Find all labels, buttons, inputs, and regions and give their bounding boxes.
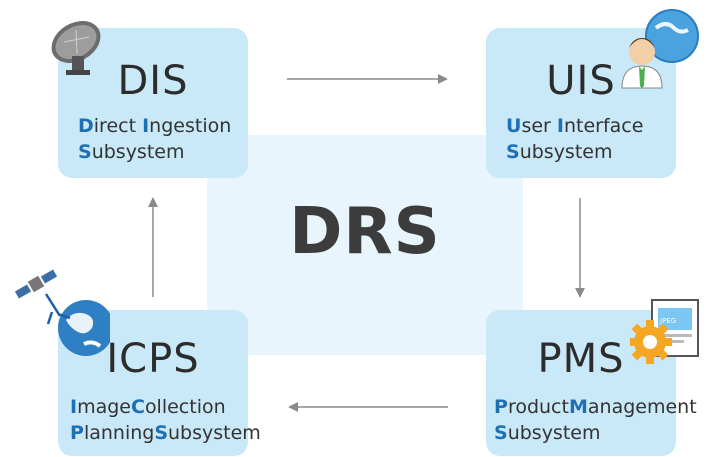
subtitle-text: ser	[521, 115, 557, 137]
drs-label: DRS	[289, 195, 441, 269]
subtitle-initial: I	[142, 115, 150, 137]
icps-subtitle-line1: ImageCollection	[70, 394, 261, 420]
pms-subtitle-line1: ProductManagement	[494, 394, 697, 420]
subtitle-initial: C	[130, 396, 145, 418]
user-globe-icon	[621, 9, 699, 89]
subtitle-text: irect	[93, 115, 143, 137]
satellite-globe-icon	[14, 269, 110, 356]
svg-text:JPEG: JPEG	[659, 317, 676, 325]
subtitle-initial: P	[494, 396, 508, 418]
pms-subtitle-line2: Subsystem	[494, 420, 697, 446]
satellite-dish-icon	[51, 21, 101, 75]
subtitle-initial: D	[78, 115, 94, 137]
subtitle-text: ngestion	[149, 115, 232, 137]
subtitle-initial: S	[494, 422, 508, 444]
subtitle-text: ollection	[144, 396, 226, 418]
subtitle-text: lanning	[83, 422, 155, 444]
subtitle-text: nterface	[563, 115, 644, 137]
subtitle-text: roduct	[507, 396, 569, 418]
subtitle-text: ubsystem	[519, 141, 613, 163]
uis-subtitle-line1: User Interface	[506, 113, 643, 139]
uis-title: UIS	[546, 58, 616, 104]
pms-subtitle: ProductManagement Subsystem	[494, 394, 697, 446]
subtitle-initial: I	[70, 396, 78, 418]
subtitle-initial: S	[154, 422, 169, 444]
subtitle-initial: U	[506, 115, 522, 137]
uis-subtitle: User Interface Subsystem	[506, 113, 643, 165]
subtitle-initial: M	[568, 396, 588, 418]
dis-subtitle-line2: Subsystem	[78, 139, 231, 165]
dis-subtitle-line1: Direct Ingestion	[78, 113, 231, 139]
icps-subtitle-line2: PlanningSubsystem	[70, 420, 261, 446]
icps-subtitle: ImageCollection PlanningSubsystem	[70, 394, 261, 446]
subtitle-initial: S	[506, 141, 520, 163]
subtitle-text: ubsystem	[507, 422, 601, 444]
dis-box: DIS Direct Ingestion Subsystem	[58, 28, 248, 178]
drs-center-panel	[207, 135, 523, 355]
subtitle-text: ubsystem	[91, 141, 185, 163]
subtitle-initial: P	[70, 422, 84, 444]
document-gear-icon: JPEG	[630, 299, 699, 364]
uis-subtitle-line2: Subsystem	[506, 139, 643, 165]
subtitle-initial: I	[556, 115, 564, 137]
icps-title: ICPS	[106, 336, 200, 382]
dis-title: DIS	[117, 58, 189, 104]
subtitle-initial: S	[78, 141, 92, 163]
subtitle-text: ubsystem	[168, 422, 261, 444]
pms-title: PMS	[537, 336, 625, 382]
subtitle-text: anagement	[587, 396, 697, 418]
subtitle-text: mage	[77, 396, 131, 418]
dis-subtitle: Direct Ingestion Subsystem	[78, 113, 231, 165]
